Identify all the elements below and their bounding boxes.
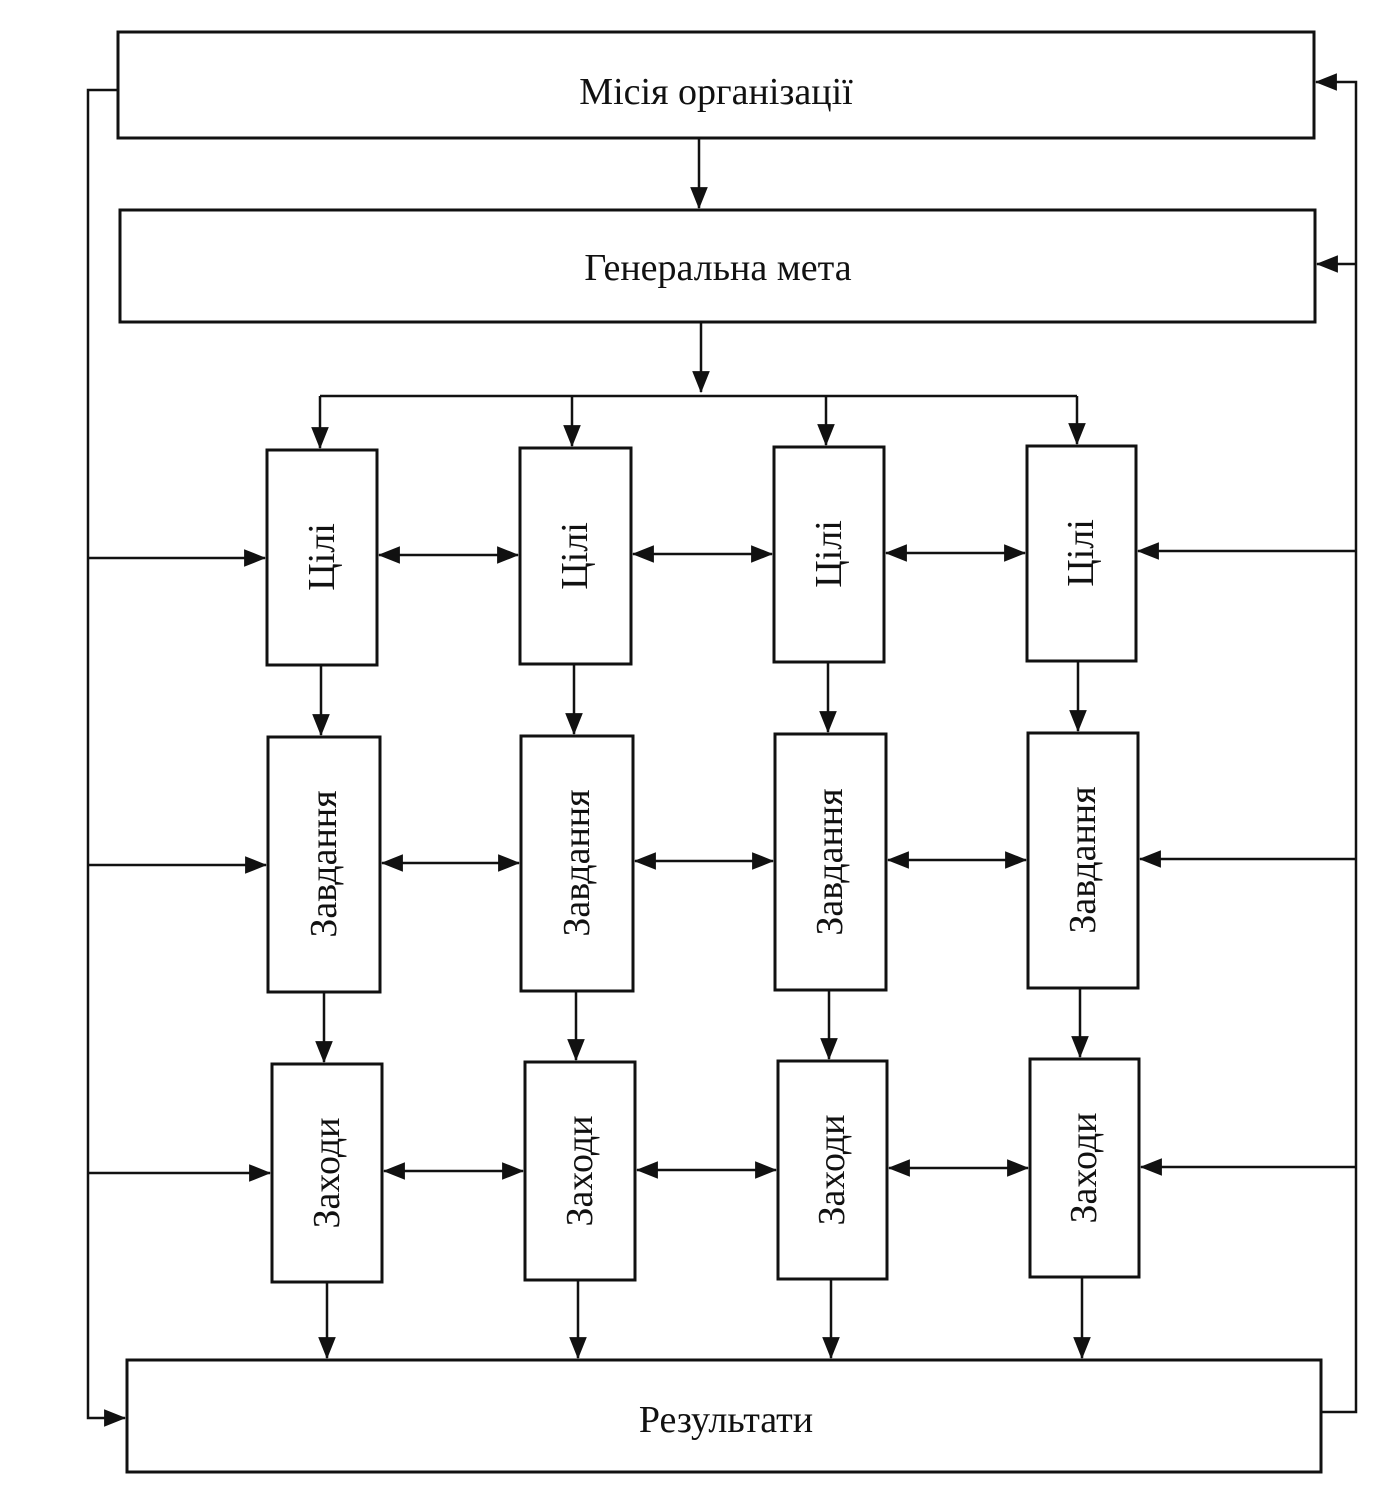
column-3: Цілі Завдання Заходи [772,445,889,1281]
tasks-node-3: Завдання [773,732,888,992]
general-goal-label: Генеральна мета [584,247,851,289]
column-4: Цілі Завдання Заходи [1025,444,1141,1279]
goals-label-3: Цілі [808,520,850,588]
measures-node-2: Заходи [523,1060,637,1282]
goals-label-2: Цілі [554,522,596,590]
tasks-label-3: Завдання [809,788,851,935]
results-node: Результати [125,1358,1323,1474]
left-feedback-line [86,88,127,1427]
tasks-node-1: Завдання [266,735,382,994]
tasks-node-2: Завдання [519,734,635,993]
measures-node-1: Заходи [270,1062,384,1284]
connectors [86,73,1358,1427]
goals-node-1: Цілі [265,448,379,667]
measures-node-3: Заходи [776,1059,889,1281]
goals-label-1: Цілі [301,523,343,591]
tasks-label-4: Завдання [1062,786,1104,933]
measures-node-4: Заходи [1028,1057,1141,1279]
general-goal-node: Генеральна мета [118,208,1317,324]
column-2: Цілі Завдання Заходи [518,446,637,1282]
goals-node-4: Цілі [1025,444,1138,663]
measures-label-1: Заходи [306,1117,348,1228]
goals-node-3: Цілі [772,445,886,664]
goals-node-2: Цілі [518,446,633,666]
results-label: Результати [639,1399,813,1441]
column-1: Цілі Завдання Заходи [265,448,384,1284]
tasks-node-4: Завдання [1026,731,1140,990]
measures-label-3: Заходи [811,1114,853,1225]
tasks-label-1: Завдання [303,790,345,937]
measures-label-2: Заходи [559,1115,601,1226]
mission-node: Місія організації [116,30,1316,140]
goals-label-4: Цілі [1060,519,1102,587]
measures-label-4: Заходи [1063,1112,1105,1223]
tasks-label-2: Завдання [556,789,598,936]
right-feedback-line [1314,73,1358,1414]
mission-label: Місія організації [579,71,853,113]
